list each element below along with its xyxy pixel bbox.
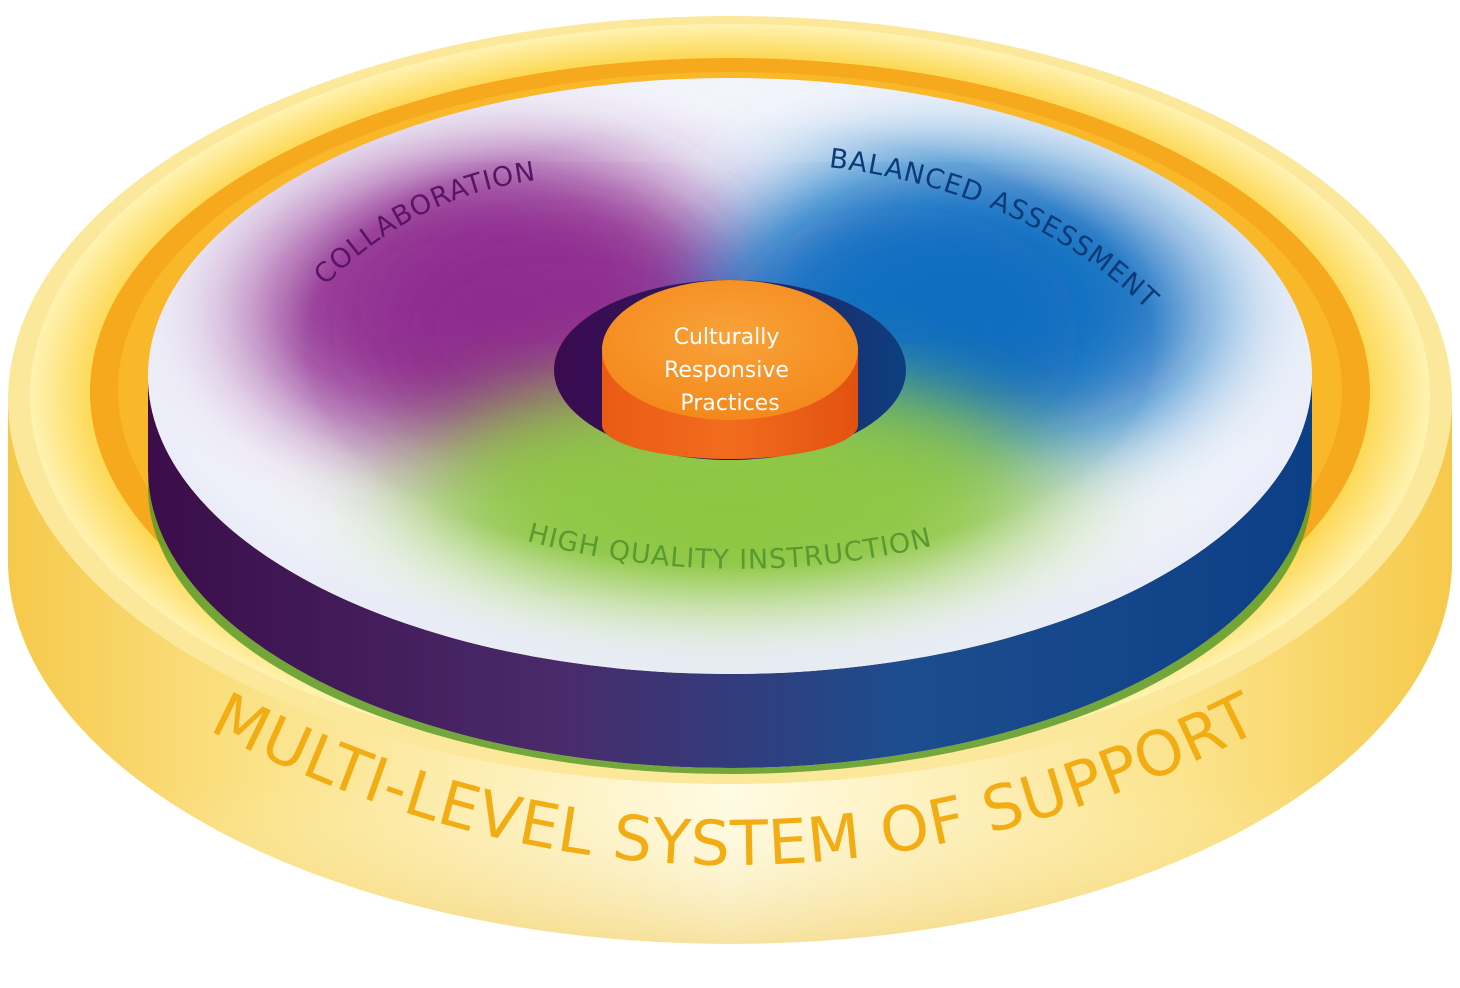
core-line-3: Practices: [680, 391, 779, 416]
core-top: [602, 280, 858, 420]
core-line-1: Culturally: [674, 325, 780, 350]
inner-dish-wall: [148, 376, 1312, 768]
core-cylinder: Culturally Responsive Practices: [554, 280, 906, 460]
svg-text:Culturally Responsive: Culturally Responsive Practices: [664, 325, 796, 416]
core-line-2: Responsive: [664, 358, 789, 383]
